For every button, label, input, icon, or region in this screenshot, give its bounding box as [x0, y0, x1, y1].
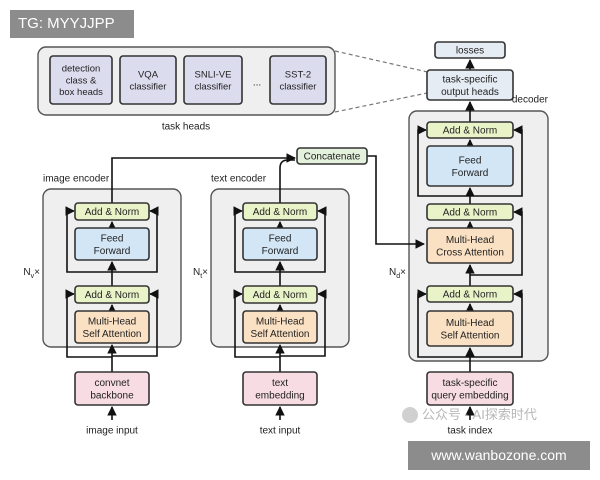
text-encoder-add-norm-top-label: Add & Norm [253, 207, 307, 218]
text-encoder-residual-ffn-left [233, 206, 280, 273]
text-encoder-add-norm-bottom-label: Add & Norm [253, 290, 307, 301]
text-encoder-residual-right [280, 289, 327, 357]
decoder-add-norm-3 [426, 285, 514, 303]
image-encoder-add-norm-bottom [74, 285, 150, 304]
decoder-residual-ffn-left [417, 125, 470, 197]
image-encoder-embedding [74, 371, 150, 406]
watermark-wechat: 公众号 · AI探索时代 [402, 405, 537, 425]
watermark-top-left: TG: MYYJJPP [10, 10, 134, 38]
decoder-output-heads [426, 69, 514, 101]
decoder-add-norm-1 [426, 121, 514, 139]
text-encoder-feed-forward [242, 227, 318, 261]
decoder-input-label: task index [447, 426, 492, 437]
concatenate-box-label: Concatenate [304, 152, 361, 163]
image-encoder-add-norm-top [74, 202, 150, 221]
decoder-residual-ffn-right [470, 125, 523, 197]
image-encoder-multiplier: Nv× [23, 267, 40, 280]
image-encoder-add-norm-bottom-label: Add & Norm [85, 290, 139, 301]
losses-box-label: losses [456, 46, 484, 57]
concat-to-cross-attention-arrow [367, 155, 425, 249]
image-encoder-self-attention [74, 310, 150, 344]
task-head-sst2 [269, 55, 327, 105]
decoder-add-norm-2-label: Add & Norm [443, 208, 497, 219]
decoder-query-embedding [426, 371, 514, 406]
text-to-concat-arrow [279, 159, 295, 203]
text-encoder-input-label: text input [260, 426, 301, 437]
decoder-feed-forward [426, 145, 514, 187]
image-encoder-feed-forward [74, 227, 150, 261]
text-encoder-embedding [242, 371, 318, 406]
losses-box [434, 41, 506, 59]
decoder-add-norm-2 [426, 203, 514, 221]
text-encoder-residual-left [233, 289, 280, 358]
image-encoder-residual-ffn-right [112, 206, 159, 273]
image-encoder-input-label: image input [86, 426, 138, 437]
task-heads-dashed-link [334, 50, 433, 113]
decoder-cross-attention [426, 227, 514, 264]
watermark-bottom-right: www.wanbozone.com [408, 441, 590, 470]
text-encoder-residual-ffn-right [280, 206, 327, 273]
decoder-title: decoder [512, 95, 549, 106]
task-heads-title: task heads [162, 122, 210, 133]
image-encoder-residual-right [112, 289, 159, 357]
text-encoder-add-norm-top [242, 202, 318, 221]
image-encoder-add-norm-top-label: Add & Norm [85, 207, 139, 218]
image-encoder-residual-left [65, 289, 112, 358]
decoder-residual-self-left [417, 289, 470, 358]
watermark-wechat-text: 公众号 · AI探索时代 [422, 407, 537, 422]
wechat-icon [402, 407, 418, 423]
image-encoder-title: image encoder [43, 174, 110, 185]
image-to-concat-arrow [111, 153, 296, 203]
task-head-detection [49, 55, 113, 105]
text-encoder-self-attention [242, 310, 318, 344]
decoder-self-attention [426, 310, 514, 347]
decoder-add-norm-1-label: Add & Norm [443, 126, 497, 137]
decoder-residual-cross [470, 207, 523, 276]
text-encoder-add-norm-bottom [242, 285, 318, 304]
decoder-add-norm-3-label: Add & Norm [443, 290, 497, 301]
text-encoder-multiplier: Nt× [193, 267, 208, 280]
task-head-vqa [119, 55, 177, 105]
task-heads-ellipsis: ... [253, 78, 261, 89]
task-head-snli-ve [183, 55, 243, 105]
text-encoder-title: text encoder [211, 174, 267, 185]
decoder-residual-self-right [470, 289, 523, 358]
concatenate-box [296, 147, 368, 165]
decoder-multiplier: Nd× [389, 267, 406, 280]
image-encoder-residual-ffn-left [65, 206, 112, 273]
